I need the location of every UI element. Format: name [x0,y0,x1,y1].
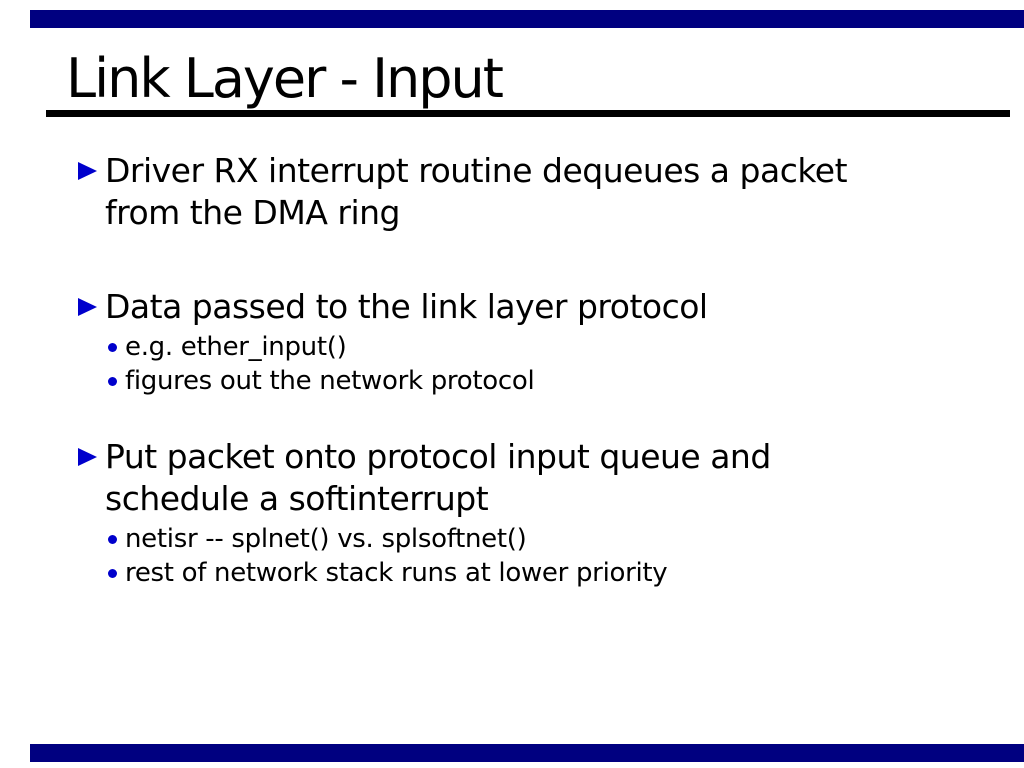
sub-bullet-item: figures out the network protocol [108,364,938,398]
dot-bullet-icon [108,377,117,386]
sub-bullet-list: netisr -- splnet() vs. splsoftnet() rest… [78,522,938,590]
bottom-decoration-bar [30,744,1024,762]
title-underline [46,110,1010,117]
bullet-text: Driver RX interrupt routine dequeues a p… [105,151,848,232]
bullet-row: Put packet onto protocol input queue and… [78,436,938,520]
bullet-item-1: Driver RX interrupt routine dequeues a p… [78,150,938,234]
page-title: Link Layer - Input [66,47,504,110]
dot-bullet-icon [108,569,117,578]
sub-bullet-text: netisr -- splnet() vs. splsoftnet() [125,524,527,554]
triangle-bullet-icon [78,448,97,466]
bullet-item-3: Put packet onto protocol input queue and… [78,436,938,590]
sub-bullet-list: e.g. ether_input() figures out the netwo… [78,330,938,398]
bullet-item-2: Data passed to the link layer protocol e… [78,286,938,398]
sub-bullet-text: e.g. ether_input() [125,332,347,362]
dot-bullet-icon [108,343,117,352]
bullet-row: Data passed to the link layer protocol [78,286,938,328]
sub-bullet-item: e.g. ether_input() [108,330,938,364]
bullet-text: Put packet onto protocol input queue and… [105,437,771,518]
sub-bullet-text: rest of network stack runs at lower prio… [125,558,668,588]
triangle-bullet-icon [78,162,97,180]
sub-bullet-text: figures out the network protocol [125,366,535,396]
dot-bullet-icon [108,535,117,544]
bullet-row: Driver RX interrupt routine dequeues a p… [78,150,938,234]
top-decoration-bar [30,10,1024,28]
bullet-text: Data passed to the link layer protocol [105,287,708,326]
triangle-bullet-icon [78,298,97,316]
sub-bullet-item: rest of network stack runs at lower prio… [108,556,938,590]
sub-bullet-item: netisr -- splnet() vs. splsoftnet() [108,522,938,556]
